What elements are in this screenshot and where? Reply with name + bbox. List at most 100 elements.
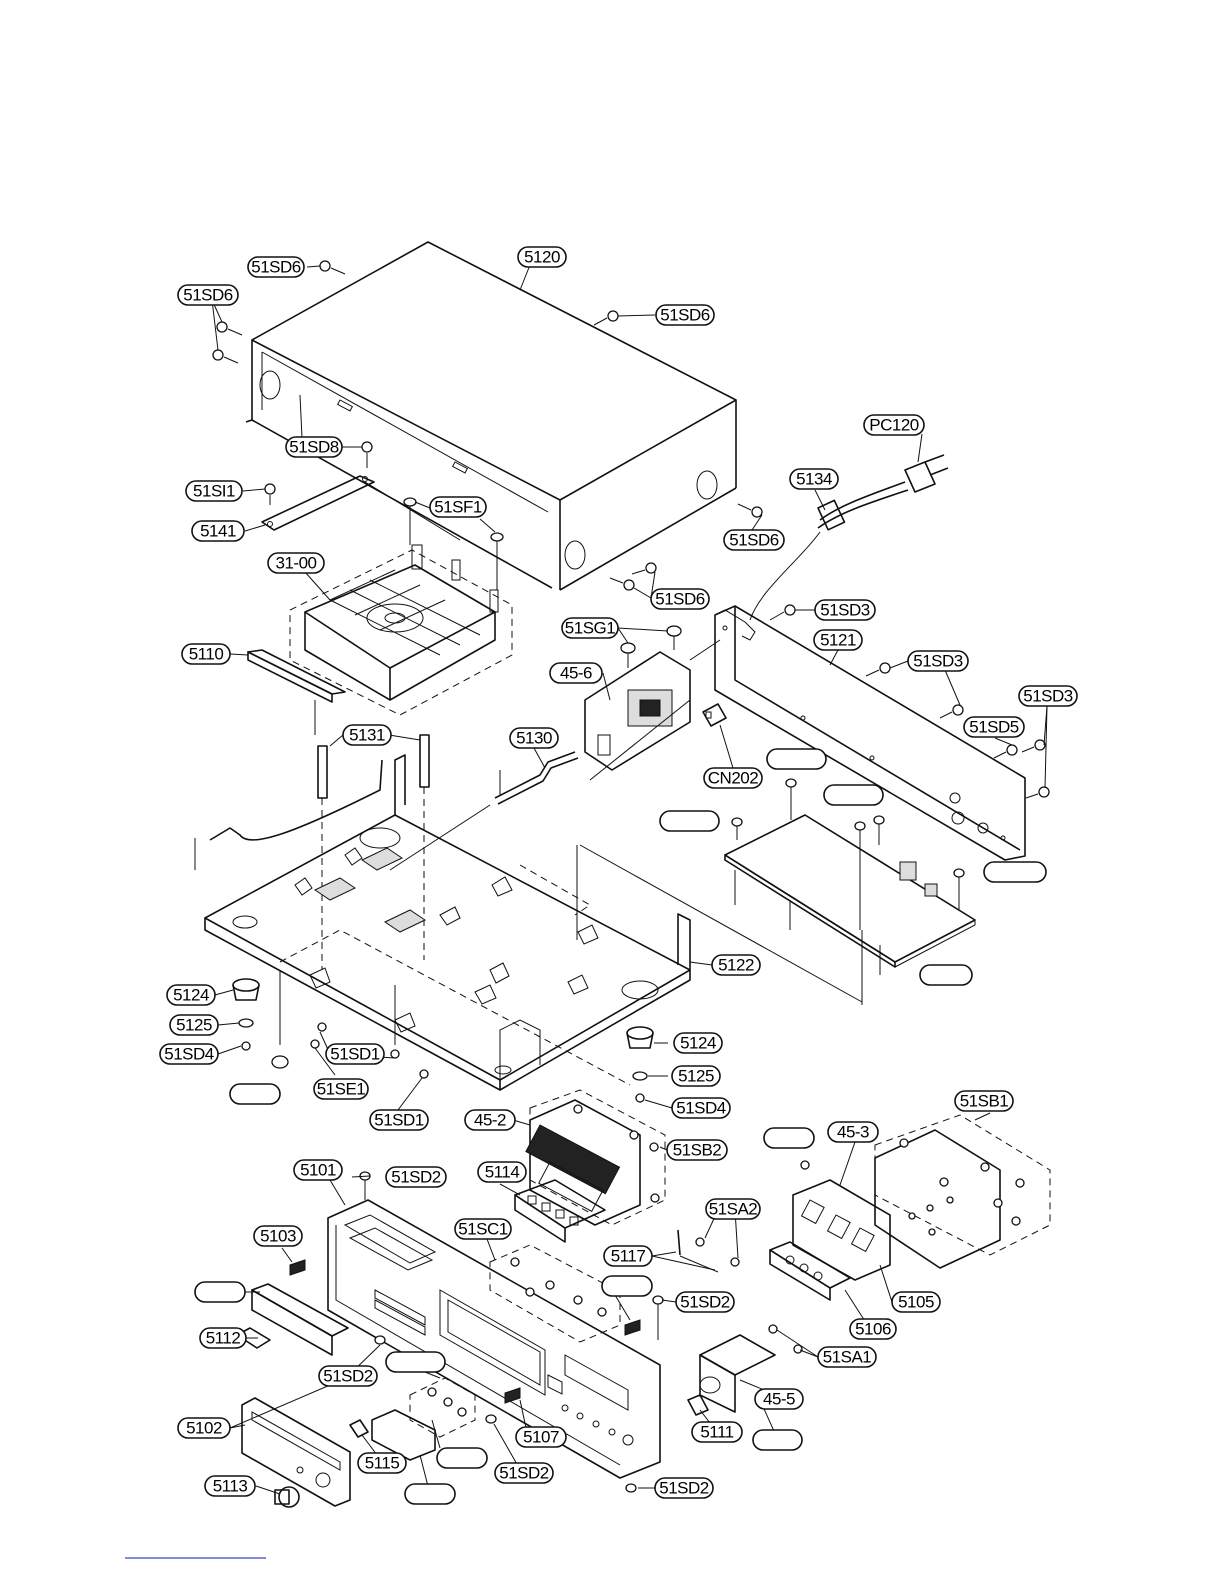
screw-51sg1-group <box>620 625 682 668</box>
posts-5131 <box>317 734 430 970</box>
label-5112: 5112 <box>199 1327 247 1349</box>
label-5102: 5102 <box>177 1417 231 1439</box>
label-51sd1-b: 51SD1 <box>369 1109 429 1131</box>
spring-5117 <box>677 1229 740 1273</box>
blank-label-pill <box>436 1447 488 1469</box>
pcb-45-6 <box>584 639 721 781</box>
label-5125-b: 5125 <box>671 1065 721 1087</box>
label-text: 51SI1 <box>193 482 235 501</box>
label-text: 51SD2 <box>659 1479 709 1498</box>
label-text: 45-6 <box>560 664 592 683</box>
label-text: 5101 <box>300 1161 336 1180</box>
label-text: 45-2 <box>474 1111 506 1130</box>
feet-group <box>232 978 654 1103</box>
label-text: 51SD6 <box>183 286 233 305</box>
label-text: 51SD1 <box>330 1045 380 1064</box>
label-text: 5134 <box>796 470 832 489</box>
label-51sd6-d: 51SD6 <box>723 529 785 551</box>
label-text: 51SD6 <box>660 306 710 325</box>
label-text: 31-00 <box>276 554 317 573</box>
label-5111: 5111 <box>691 1421 743 1443</box>
label-51sd6-e: 51SD6 <box>650 588 710 610</box>
label-text: 5105 <box>898 1293 934 1312</box>
label-51sd6-c: 51SD6 <box>655 304 715 326</box>
label-51sd5: 51SD5 <box>963 716 1025 738</box>
blank-label-pill <box>385 1351 446 1373</box>
button-5106 <box>769 1241 851 1301</box>
label-text: 45-5 <box>763 1390 795 1409</box>
door-panel-5102 <box>241 1397 351 1507</box>
blank-label-pill <box>404 1483 456 1505</box>
label-cn202: CN202 <box>703 767 763 789</box>
label-5107: 5107 <box>515 1426 567 1448</box>
label-5110: 5110 <box>181 643 231 665</box>
button-5114 <box>514 1179 606 1243</box>
label-text: 51SD2 <box>680 1293 730 1312</box>
label-51sa1: 51SA1 <box>817 1346 877 1368</box>
label-text: 5124 <box>173 986 209 1005</box>
label-text: 51SG1 <box>565 619 615 638</box>
blank-label-pill <box>763 1127 815 1149</box>
label-5130: 5130 <box>509 727 559 749</box>
label-text: PC120 <box>869 416 919 435</box>
label-text: 51SA1 <box>823 1348 872 1367</box>
label-5125-a: 5125 <box>169 1014 219 1036</box>
label-text: 5107 <box>523 1428 559 1447</box>
label-51si1: 51SI1 <box>185 480 243 502</box>
label-51sd4-b: 51SD4 <box>671 1097 731 1119</box>
label-text: 51SD3 <box>1023 687 1073 706</box>
label-text: 5110 <box>189 645 224 664</box>
label-5120: 5120 <box>517 246 567 268</box>
label-text: 51SB1 <box>960 1092 1009 1111</box>
pcb-45-3 <box>800 1114 1051 1269</box>
front-panel-5101 <box>327 1199 661 1479</box>
plate-5107 <box>504 1387 521 1404</box>
blank-label-pill <box>919 964 973 986</box>
blank-label-pill <box>601 1275 653 1297</box>
label-31-00: 31-00 <box>267 552 325 574</box>
label-text: 5111 <box>700 1423 733 1442</box>
label-text: 5125 <box>678 1067 714 1086</box>
strip-5110 <box>247 649 346 735</box>
small-pcb-group <box>371 1377 476 1461</box>
label-text: 5120 <box>524 248 560 267</box>
cable-5130 <box>494 751 579 805</box>
label-51sd2-b: 51SD2 <box>675 1291 735 1313</box>
label-text: 51SD1 <box>374 1111 424 1130</box>
blank-label-pill <box>983 861 1047 883</box>
label-text: 51SC1 <box>458 1220 508 1239</box>
label-5101: 5101 <box>293 1159 343 1181</box>
label-5115: 5115 <box>357 1452 407 1474</box>
label-text: 51SD3 <box>913 652 963 671</box>
label-text: 51SD2 <box>323 1367 373 1386</box>
label-text: 5117 <box>611 1247 646 1266</box>
label-text: 5125 <box>176 1016 212 1035</box>
label-text: 51SB2 <box>673 1141 722 1160</box>
label-51sb2: 51SB2 <box>666 1139 728 1161</box>
label-text: 5102 <box>186 1419 222 1438</box>
blank-label-pill <box>229 1083 281 1105</box>
label-51sd2-c: 51SD2 <box>318 1365 378 1387</box>
label-51sg1: 51SG1 <box>561 617 619 639</box>
label-5114: 5114 <box>477 1161 527 1183</box>
label-text: 51SD6 <box>251 258 301 277</box>
label-text: 51SD8 <box>289 438 339 457</box>
label-5124-b: 5124 <box>673 1032 723 1054</box>
bracket-5105 <box>792 1179 891 1281</box>
label-text: 5131 <box>349 726 385 745</box>
label-51sd3-b: 51SD3 <box>907 650 969 672</box>
label-text: 5103 <box>260 1227 296 1246</box>
label-text: 51SD6 <box>655 590 705 609</box>
rear-panel-5121 <box>714 605 1026 861</box>
label-text: 5106 <box>855 1320 891 1339</box>
label-51sd1-a: 51SD1 <box>325 1043 385 1065</box>
screw-51sd3-group <box>769 604 1050 799</box>
label-51sa2: 51SA2 <box>705 1198 761 1220</box>
label-51sc1: 51SC1 <box>454 1218 512 1240</box>
label-5122: 5122 <box>711 954 761 976</box>
label-51sd2-d: 51SD2 <box>494 1462 554 1484</box>
cd-mechanism-31-00 <box>289 515 513 716</box>
blank-label-pill <box>659 810 720 832</box>
blank-label-pill <box>823 784 884 806</box>
